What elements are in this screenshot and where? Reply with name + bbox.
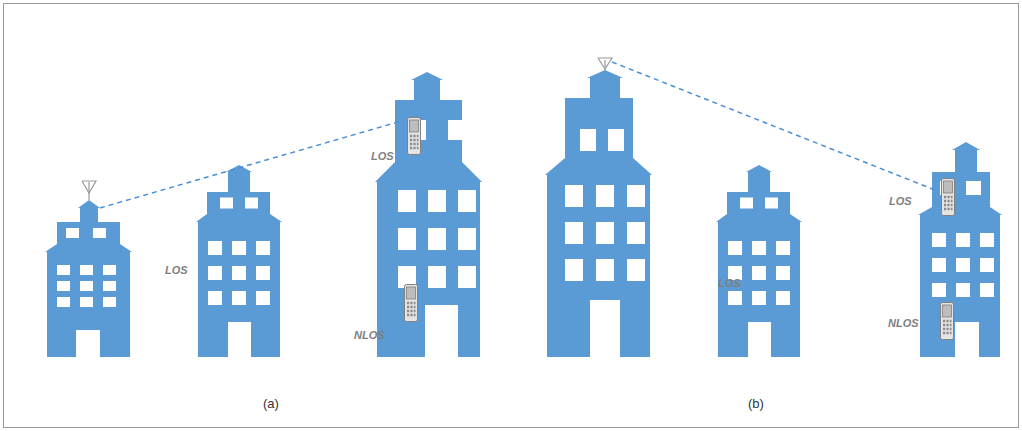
link-tag: LOS <box>889 194 912 208</box>
link-tag: LOS <box>165 263 188 277</box>
los-path <box>612 62 935 190</box>
frame <box>4 4 1019 428</box>
link-tag: LOS <box>371 149 394 163</box>
link-tag: NLOS <box>888 316 919 330</box>
building <box>196 165 282 357</box>
mobile-phone <box>405 285 418 322</box>
building <box>918 142 1002 357</box>
los-path <box>100 122 398 208</box>
antenna <box>598 58 612 70</box>
building <box>545 70 652 357</box>
panel-label: (a) <box>263 397 279 411</box>
building <box>375 72 482 357</box>
antenna <box>82 181 96 200</box>
link-tag: NLOS <box>354 328 385 342</box>
building <box>45 200 132 357</box>
link-tag: LOS <box>718 276 741 290</box>
mobile-phone <box>941 303 954 340</box>
building <box>716 165 802 357</box>
panel-label: (b) <box>748 397 764 411</box>
mobile-phone <box>942 179 955 216</box>
mobile-phone <box>408 118 421 155</box>
